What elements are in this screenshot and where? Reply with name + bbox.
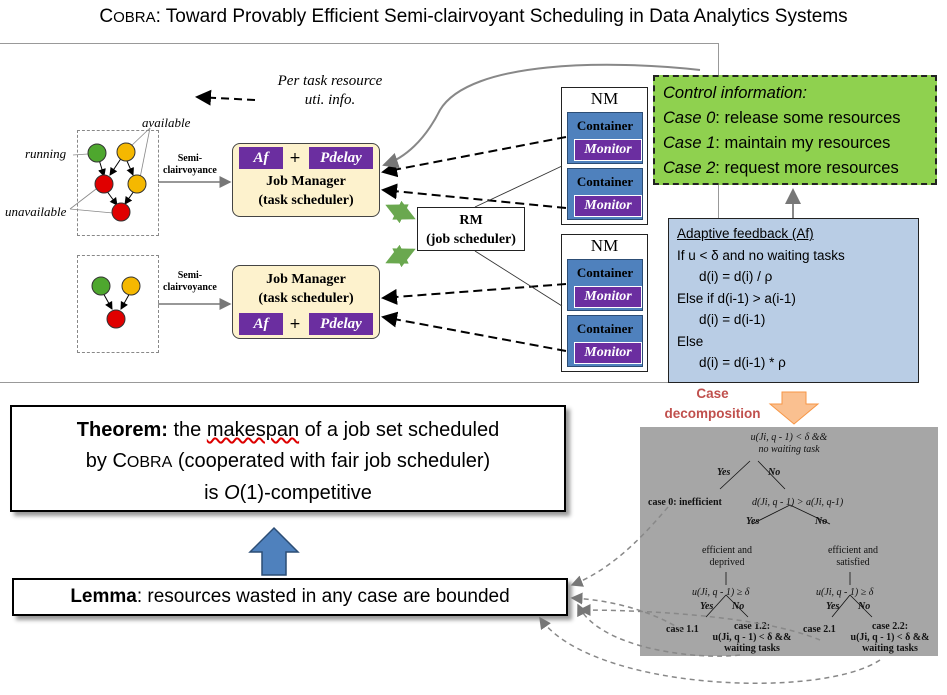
case0-line: Case 0: release some resources [663,109,901,127]
case-decision-tree: u(Ji, q - 1) < δ && no waiting task Yes … [640,427,938,656]
job-manager-1: Af + Pdelay Job Manager(task scheduler) [232,143,380,217]
tree-root-cond: u(Ji, q - 1) < δ && [750,432,828,443]
plus-sign: + [289,316,301,332]
node-manager-2: NM Container Monitor Container Monitor [561,234,648,372]
semi-clairvoyance-label-1: Semi-clairvoyance [163,153,217,176]
af-line: If u < δ and no waiting tasks [677,247,845,263]
af-line: d(i) = d(i-1) * ρ [699,355,786,370]
lemma-to-theorem-arrow [248,526,300,576]
tree-no: No [732,601,745,612]
control-heading: Control information: [663,84,807,102]
monitor-label: Monitor [574,139,642,161]
tree-root-cond2: no waiting task [758,444,820,455]
monitor-label: Monitor [574,286,642,308]
dag-box-2 [77,255,159,353]
container-4: Container Monitor [567,315,643,367]
available-label: available [142,115,191,130]
pdelay-label: Pdelay [309,313,373,335]
architecture-panel [0,43,719,383]
af-heading: Adaptive feedback (Af) [677,226,814,241]
slide-title: COBRA: Toward Provably Efficient Semi-cl… [99,6,848,27]
tree-mid-cond: d(Ji, q - 1) > a(Ji, q-1) [752,497,844,508]
tree-cond-2: u(Ji, q - 1) ≥ δ [816,587,874,598]
unavailable-label: unavailable [5,204,67,219]
tree-no: No [768,467,781,478]
semi-clairvoyance-label-2: Semi-clairvoyance [163,270,217,293]
case-decomposition-arrow [768,391,820,425]
container-3: Container Monitor [567,259,643,311]
tree-yes: Yes [826,601,840,612]
pdelay-label: Pdelay [309,147,373,169]
control-information-box: Control information: Case 0: release som… [653,75,937,185]
af-line: d(i) = d(i) / ρ [699,269,773,284]
dag-box-1 [77,130,159,236]
theorem-box: Theorem: the makespan of a job set sched… [10,405,566,512]
job-manager-text: Job Manager(task scheduler) [258,272,354,306]
node-manager-1: NM Container Monitor Container Monitor [561,87,648,225]
tree-case21: case 2.1 [803,624,836,635]
tree-case11: case 1.1 [666,624,699,635]
af-line: d(i) = d(i-1) [699,312,766,327]
job-manager-2: Job Manager(task scheduler) Af + Pdelay [232,265,380,339]
plus-sign: + [289,150,301,166]
af-line: Else [677,333,704,349]
monitor-label: Monitor [574,342,642,364]
tree-case22: case 2.2:u(Ji, q - 1) < δ &&waiting task… [850,621,930,654]
container-2: Container Monitor [567,168,643,220]
tree-case0: case 0: inefficient [648,497,722,508]
adaptive-feedback-box: Adaptive feedback (Af) If u < δ and no w… [668,218,919,383]
tree-yes: Yes [717,467,731,478]
running-label: running [25,146,67,161]
case1-line: Case 1: maintain my resources [663,134,891,152]
tree-yes: Yes [700,601,714,612]
af-label: Af [239,313,283,335]
af-line: Else if d(i-1) > a(i-1) [677,290,796,306]
nm-label: NM [590,236,619,255]
tree-no: No [858,601,871,612]
lemma-box: Lemma: resources wasted in any case are … [12,578,568,616]
job-manager-text: Job Manager(task scheduler) [258,174,354,208]
tree-case12: case 1.2:u(Ji, q - 1) < δ &&waiting task… [712,621,792,654]
monitor-label: Monitor [574,195,642,217]
tree-no: No [815,516,828,527]
container-1: Container Monitor [567,112,643,164]
tree-cond-1: u(Ji, q - 1) ≥ δ [692,587,750,598]
case2-line: Case 2: request more resources [663,159,899,177]
nm-label: NM [590,89,619,108]
resource-manager: RM(job scheduler) [417,207,525,251]
tree-yes: Yes [746,516,760,527]
af-label: Af [239,147,283,169]
